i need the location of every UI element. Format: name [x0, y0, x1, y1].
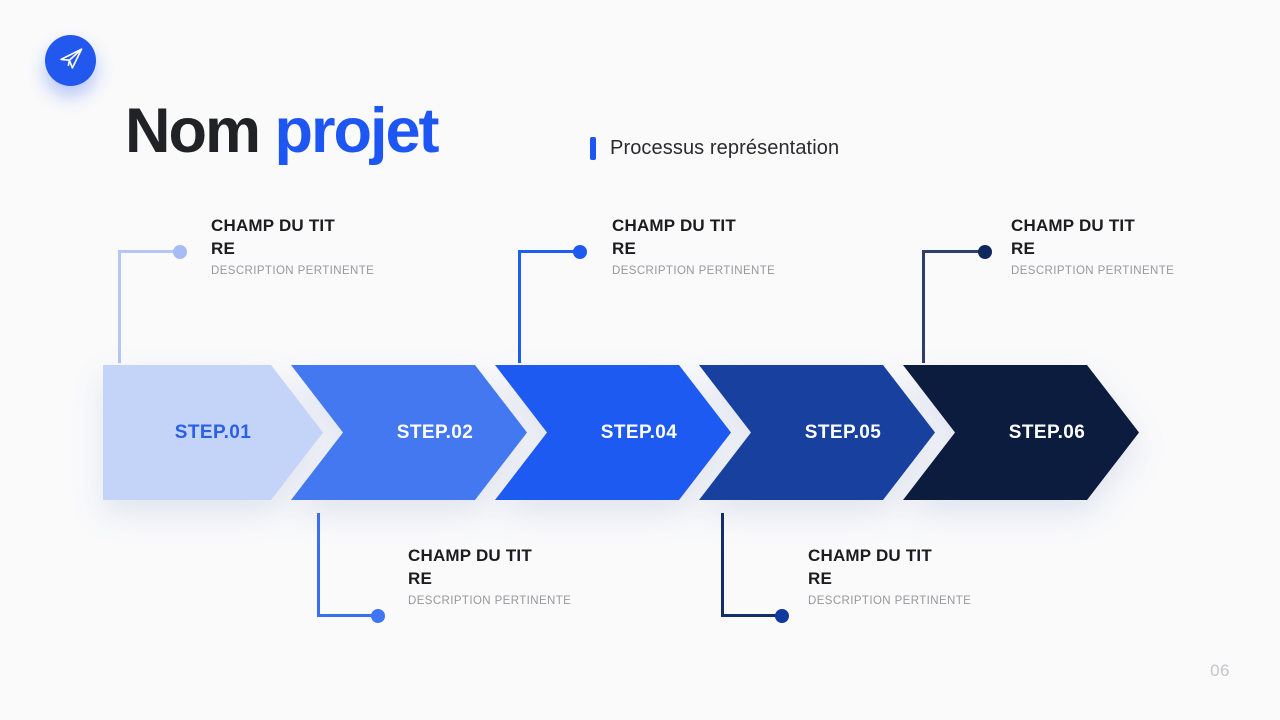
connector-dot — [371, 608, 385, 623]
process-step-2: STEP.02 — [291, 365, 527, 500]
process-step-1: STEP.01 — [103, 365, 323, 500]
callout-description: DESCRIPTION PERTINENTE — [211, 265, 375, 277]
step-label: STEP.02 — [396, 421, 474, 443]
step-label: STEP.05 — [804, 421, 882, 443]
page-title: Nom projet — [125, 95, 440, 167]
connector-dot — [573, 244, 587, 259]
connector-dot — [775, 608, 789, 623]
process-step-3: STEP.04 — [495, 365, 731, 500]
callout-top-1: CHAMP DU TIT RE DESCRIPTION PERTINENTE — [211, 214, 374, 277]
callout-title: CHAMP DU TIT RE — [808, 546, 932, 588]
paper-plane-icon — [57, 44, 85, 77]
connector-dot — [978, 244, 992, 259]
connector-top-2 — [518, 244, 587, 363]
step-label: STEP.04 — [600, 421, 678, 443]
callout-title: CHAMP DU TIT RE — [408, 546, 532, 588]
callout-title: CHAMP DU TIT RE — [1011, 216, 1135, 258]
callout-title: CHAMP DU TIT RE — [211, 216, 335, 258]
callout-bottom-1: CHAMP DU TIT RE DESCRIPTION PERTINENTE — [408, 544, 571, 607]
callout-description: DESCRIPTION PERTINENTE — [808, 595, 972, 607]
step-label: STEP.01 — [174, 421, 252, 443]
callout-description: DESCRIPTION PERTINENTE — [612, 265, 776, 277]
subtitle-block: Processus représentation — [590, 137, 839, 160]
callout-top-3: CHAMP DU TIT RE DESCRIPTION PERTINENTE — [1011, 214, 1174, 277]
connector-bottom-1 — [317, 513, 385, 623]
connector-bottom-2 — [721, 513, 789, 623]
subtitle-text: Processus représentation — [610, 137, 840, 159]
page-title-dark: Nom — [125, 96, 275, 166]
callout-description: DESCRIPTION PERTINENTE — [408, 595, 572, 607]
connector-top-3 — [922, 244, 992, 363]
callout-title: CHAMP DU TIT RE — [612, 216, 736, 258]
connector-top-1 — [118, 244, 187, 363]
process-step-4: STEP.05 — [699, 365, 935, 500]
connector-dot — [173, 244, 187, 259]
logo-badge — [45, 35, 96, 86]
process-chevron-band: STEP.01 STEP.02 STEP.04 STEP.05 STEP.06 — [103, 365, 1163, 500]
page-title-accent: projet — [274, 96, 440, 166]
callout-bottom-2: CHAMP DU TIT RE DESCRIPTION PERTINENTE — [808, 544, 971, 607]
callout-top-2: CHAMP DU TIT RE DESCRIPTION PERTINENTE — [612, 214, 775, 277]
page-number: 06 — [1210, 661, 1230, 680]
subtitle-accent-bar — [590, 137, 596, 160]
callout-description: DESCRIPTION PERTINENTE — [1011, 265, 1175, 277]
step-label: STEP.06 — [1008, 421, 1086, 443]
process-step-5: STEP.06 — [903, 365, 1139, 500]
